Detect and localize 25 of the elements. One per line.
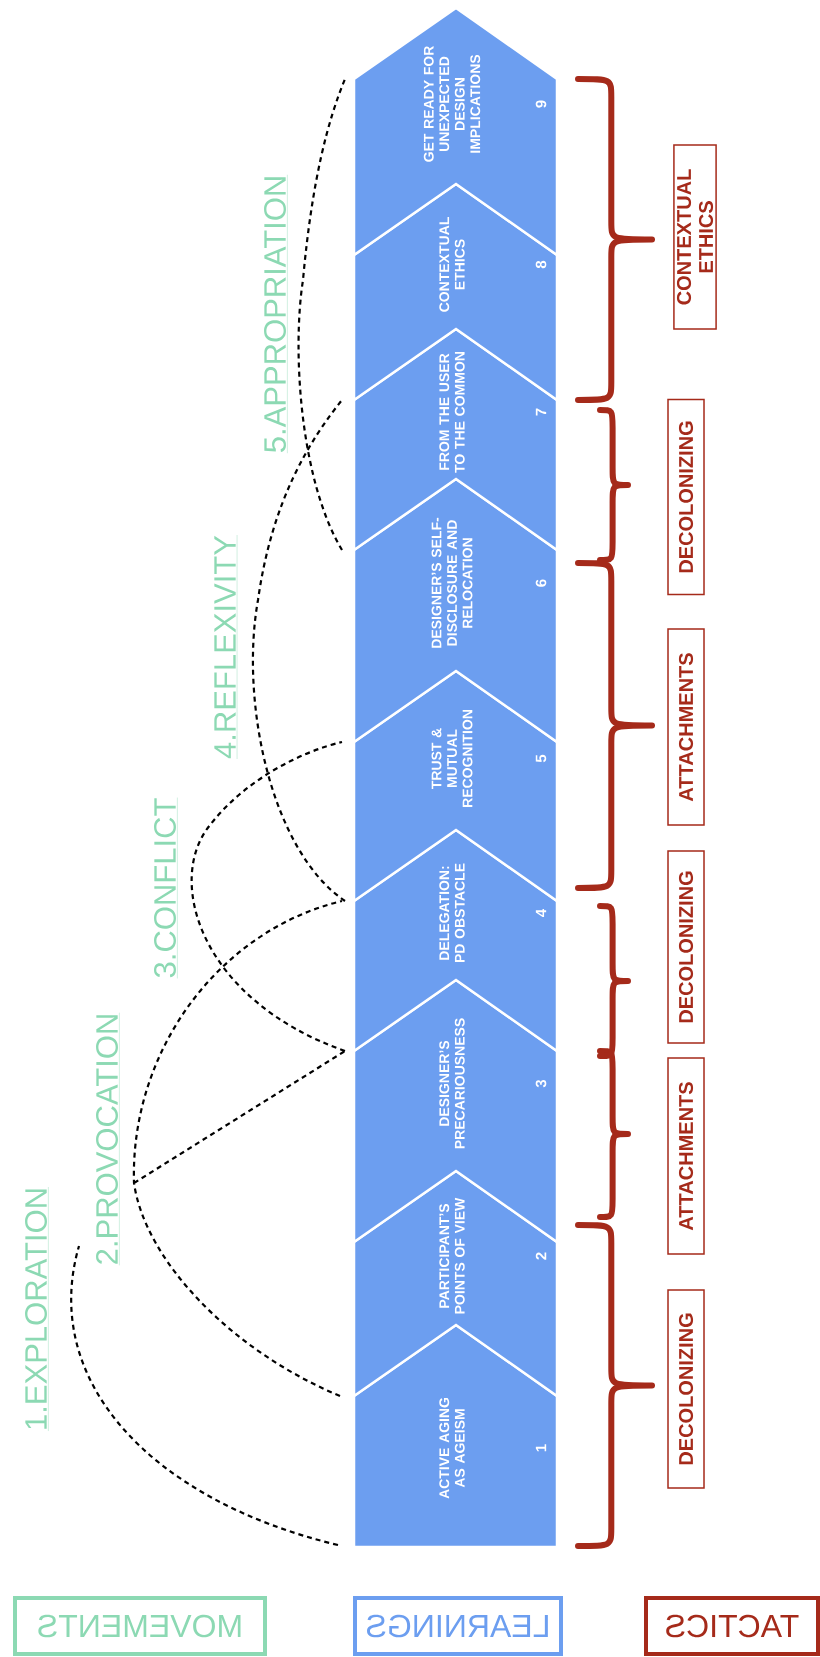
step-number: 7 — [535, 408, 547, 416]
step-number: 4 — [535, 908, 547, 917]
category-box: LEARNINGS — [353, 1596, 563, 1656]
step-number: 9 — [535, 100, 547, 108]
step-number: 6 — [535, 579, 547, 587]
step-number: 3 — [535, 1079, 547, 1088]
step-number: 1 — [535, 1444, 547, 1452]
step-number: 2 — [535, 1252, 547, 1260]
step-number: 5 — [535, 754, 547, 763]
tactic-box: DECOLONIZING — [667, 850, 705, 1044]
tactic-box: DECOLONIZING — [667, 1289, 705, 1489]
movement-label: 5.APPROPRIATION — [264, 174, 288, 454]
chevron-step: ACTIVE AGING AS AGEISM 1 — [352, 1323, 559, 1549]
chevron-step: PARTICIPANT’S POINTS OF VIEW 2 — [352, 1169, 559, 1399]
tactic-box: CONTEXTUAL ETHICS — [673, 144, 717, 330]
step-number: 8 — [535, 260, 547, 269]
category-box: TACTICS — [644, 1596, 820, 1656]
movement-label: 4.REFLEXIVITY — [214, 534, 238, 760]
movement-label: 3.CONFLICT — [154, 797, 178, 979]
tactic-box: DECOLONIZING — [667, 398, 705, 596]
tactic-box: ATTACHMENTS — [667, 1057, 705, 1255]
category-box: MOVEMENTS — [13, 1596, 267, 1656]
tactic-box: ATTACHMENTS — [667, 628, 705, 826]
movement-label: 2.PROVOCATION — [96, 1012, 120, 1266]
movement-label: 1.EXPLORATION — [25, 1186, 49, 1432]
